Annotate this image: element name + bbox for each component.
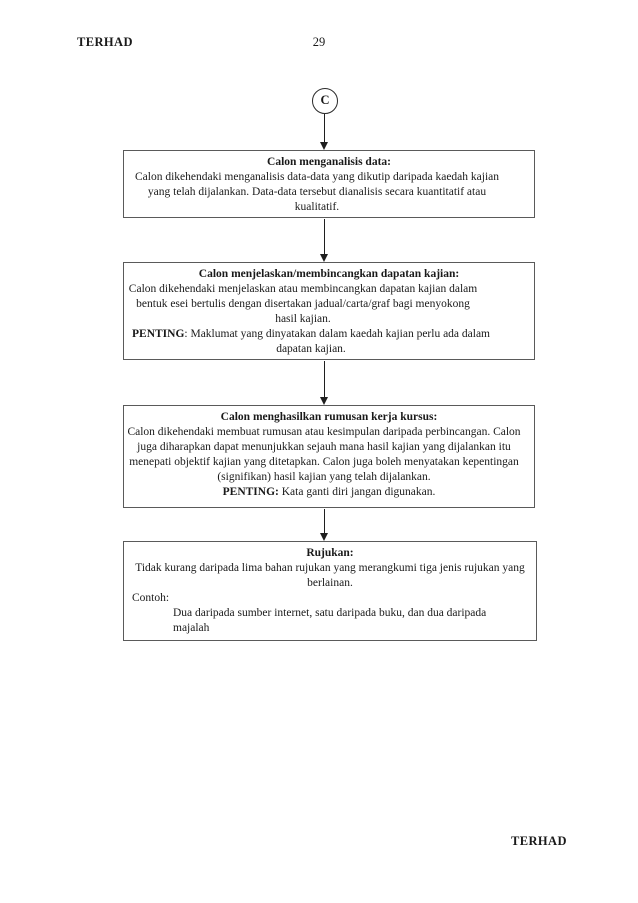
- note-text: Kata ganti diri jangan digunakan.: [278, 486, 436, 498]
- box-title: Calon menghasilkan rumusan kerja kursus:: [220, 411, 438, 423]
- box-body: Tidak kurang daripada lima bahan rujukan…: [135, 562, 525, 589]
- flow-box-references: Rujukan: Tidak kurang daripada lima baha…: [123, 541, 537, 641]
- example-text: Dua daripada sumber internet, satu darip…: [173, 607, 487, 634]
- arrow-down-icon: [320, 397, 328, 405]
- flow-box-conclusion: Calon menghasilkan rumusan kerja kursus:…: [123, 405, 535, 508]
- arrow-line: [324, 219, 326, 256]
- flow-box-analyse-data: Calon menganalisis data: Calon dikehenda…: [123, 150, 535, 218]
- box-body: Calon dikehendaki menjelaskan atau membi…: [128, 283, 478, 325]
- header-classification: TERHAD: [77, 35, 133, 49]
- arrow-down-icon: [320, 533, 328, 541]
- note-text: : Maklumat yang dinyatakan dalam kaedah …: [184, 328, 490, 355]
- box-title: Calon menganalisis data:: [267, 156, 391, 168]
- footer-classification: TERHAD: [511, 834, 567, 848]
- note-label: PENTING: [132, 328, 185, 340]
- note-label: PENTING:: [222, 486, 279, 498]
- arrow-line: [324, 509, 326, 535]
- flowchart-connector-c: C: [312, 88, 338, 114]
- page-number: 29: [312, 35, 326, 49]
- box-title: Calon menjelaskan/membincangkan dapatan …: [198, 268, 460, 280]
- arrow-line: [324, 361, 326, 399]
- flow-arrow-4: [320, 509, 329, 541]
- box-body: Calon dikehendaki menganalisis data-data…: [134, 171, 500, 213]
- example-label: Contoh:: [132, 592, 170, 604]
- box-note: PENTING: Maklumat yang dinyatakan dalam …: [127, 327, 495, 357]
- box-title: Rujukan:: [306, 547, 354, 559]
- connector-label: C: [320, 93, 330, 107]
- box-body: Calon dikehendaki membuat rumusan atau k…: [127, 426, 521, 483]
- flow-arrow-1: [320, 114, 329, 150]
- box-note: PENTING: Kata ganti diri jangan digunaka…: [127, 485, 531, 500]
- arrow-down-icon: [320, 142, 328, 150]
- flow-arrow-3: [320, 361, 329, 405]
- arrow-line: [324, 114, 326, 144]
- flow-arrow-2: [320, 219, 329, 262]
- arrow-down-icon: [320, 254, 328, 262]
- flow-box-discuss-findings: Calon menjelaskan/membincangkan dapatan …: [123, 262, 535, 360]
